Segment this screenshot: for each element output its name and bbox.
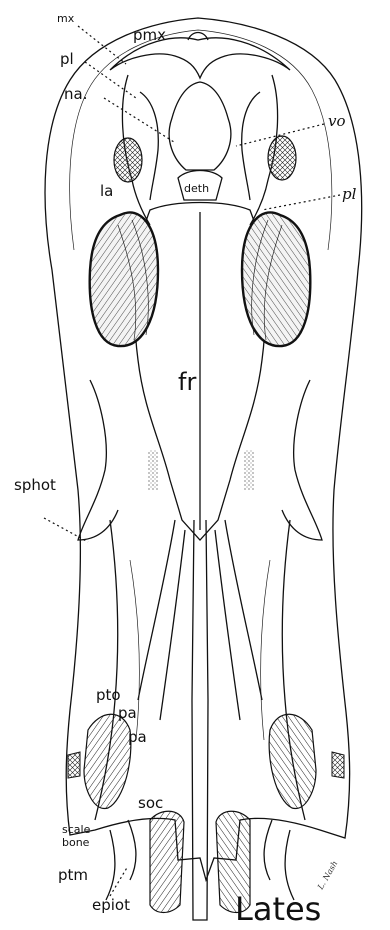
- label-pl-left: pl: [60, 50, 74, 68]
- label-epiot: epiot: [92, 896, 130, 914]
- epiotic: [106, 820, 136, 900]
- nasal-opening-right: [268, 136, 296, 180]
- figure-title: Lates: [235, 890, 321, 928]
- leader-mx: [78, 26, 126, 64]
- sphenotic-left: [78, 380, 118, 540]
- small-hatch-left: [68, 752, 80, 778]
- label-sphot: sphot: [14, 476, 56, 494]
- label-pa-1: pa: [118, 704, 137, 722]
- label-bone: bone: [62, 836, 90, 849]
- label-mx: mx: [57, 12, 75, 25]
- label-pa-2: pa: [128, 728, 147, 746]
- sphenotic-right: [282, 380, 322, 540]
- label-scale: scale: [62, 823, 91, 836]
- ethmoid-region: [169, 82, 231, 170]
- parietal-ridge-left: [138, 520, 185, 720]
- palatine-left: [140, 92, 158, 200]
- leader-pl-left: [85, 62, 136, 98]
- label-pmx: pmx: [133, 26, 166, 44]
- leader-pl-right: [262, 195, 340, 210]
- muscle-occipital-left: [150, 811, 184, 912]
- label-vo: vo: [328, 112, 346, 130]
- nasal-opening-left: [114, 138, 142, 182]
- label-deth: deth: [184, 182, 209, 195]
- label-la: la: [100, 182, 113, 200]
- stipple-right: [148, 450, 158, 490]
- leader-na: [104, 98, 174, 142]
- muscle-posterior-right: [269, 714, 316, 808]
- label-pto: pto: [96, 686, 121, 704]
- stipple-left: [244, 450, 254, 490]
- parietal-ridge-right: [215, 520, 262, 720]
- muscle-posterior-left: [84, 714, 131, 808]
- label-ptm: ptm: [58, 866, 88, 884]
- label-soc: soc: [138, 794, 163, 812]
- label-pl-right: pl: [342, 185, 357, 203]
- small-hatch-right: [332, 752, 344, 778]
- skull-inner-outline: [70, 30, 332, 250]
- label-na: na.: [64, 85, 87, 103]
- palatine-right: [242, 92, 260, 200]
- label-fr: fr: [178, 368, 196, 396]
- signature: L. Nash: [315, 859, 339, 892]
